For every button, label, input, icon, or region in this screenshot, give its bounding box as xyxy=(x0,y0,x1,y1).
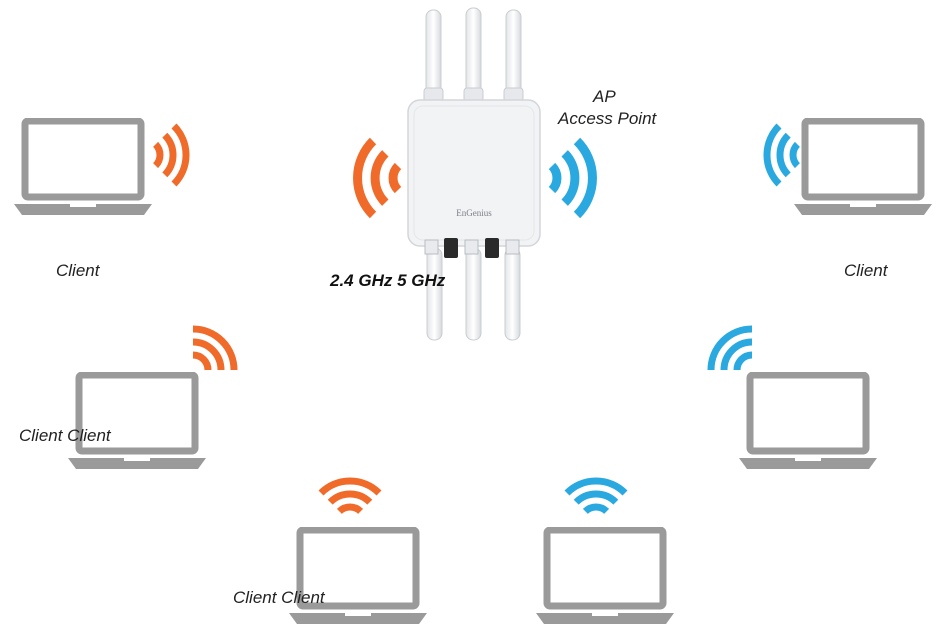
brand-logo: EnGenius xyxy=(456,208,492,218)
client-label-bottom: Client Client xyxy=(233,588,325,607)
antenna-bottom-right xyxy=(504,247,521,341)
client-label-right: Client xyxy=(844,261,888,280)
wifi-signal-icon-blue-ap xyxy=(548,137,597,219)
laptop-icon-bottom-left xyxy=(289,530,427,624)
wifi-signal-icon-blue-bottom xyxy=(564,477,628,515)
antenna-bottom-center xyxy=(465,247,482,341)
laptop-icon-mid-right xyxy=(739,375,877,469)
laptop-icon-top-left xyxy=(14,121,152,215)
wifi-signal-icon-blue-top-right xyxy=(763,123,801,187)
laptop-icon-bottom-right xyxy=(536,530,674,624)
access-point-label: Access Point xyxy=(558,109,657,128)
client-label-left: Client xyxy=(56,261,100,280)
ap-label: AP xyxy=(593,87,616,106)
access-point-icon: EnGenius xyxy=(407,7,541,341)
antenna-top-right xyxy=(503,9,524,103)
laptop-icon-mid-left xyxy=(68,375,206,469)
antenna-bottom-left xyxy=(426,247,443,341)
wifi-signal-icon-blue-mid-right xyxy=(707,325,753,371)
wifi-signal-icon-orange-top-left xyxy=(152,123,190,187)
band-label: 2.4 GHz 5 GHz xyxy=(330,271,446,290)
laptop-icon-top-right xyxy=(794,121,932,215)
wifi-signal-icon-orange-ap xyxy=(353,137,402,219)
client-label-mid-left: Client Client xyxy=(19,426,111,445)
access-point-body xyxy=(407,99,541,247)
access-point-connectors xyxy=(424,238,520,258)
antenna-top-left xyxy=(423,9,444,103)
antenna-top-center xyxy=(463,7,484,103)
wifi-signal-icon-orange-bottom xyxy=(318,477,382,515)
wifi-signal-icon-orange-mid-left xyxy=(192,325,238,371)
